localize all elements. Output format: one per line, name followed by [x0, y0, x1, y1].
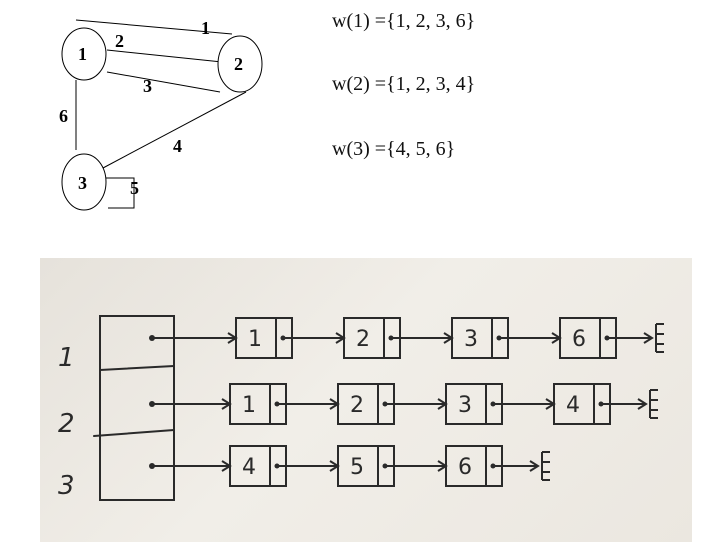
arrow-head [529, 460, 540, 472]
edge-5-loop [101, 177, 135, 209]
header-divider [93, 429, 175, 437]
edge-label: 5 [130, 178, 139, 198]
node-3 [61, 153, 107, 211]
row-label: 1 [58, 343, 75, 373]
header-divider [99, 365, 175, 371]
edge-1 [75, 19, 233, 35]
node-2 [217, 35, 263, 93]
arrow-head [637, 398, 648, 410]
list-node-value: 5 [350, 455, 364, 480]
edge-label: 6 [59, 106, 68, 126]
header-array [99, 315, 175, 501]
weight-set-1: w(1) ={1, 2, 3, 6} [332, 10, 476, 32]
adjacency-list-photo: 1 1 2 3 6 2 1 2 3 4 3 4 5 6 [40, 258, 692, 542]
row-label: 3 [58, 471, 75, 501]
list-node-value: 2 [356, 327, 370, 352]
node-label: 3 [78, 173, 87, 193]
weight-set-2: w(2) ={1, 2, 3, 4} [332, 73, 476, 95]
list-node-value: 6 [572, 327, 586, 352]
list-node-value: 6 [458, 455, 472, 480]
node-label: 1 [78, 44, 87, 64]
edge-4 [102, 91, 247, 169]
list-node-value: 4 [242, 455, 256, 480]
list-node-value: 2 [350, 393, 364, 418]
edge-3 [106, 71, 221, 93]
edge-label: 1 [201, 18, 210, 38]
node-1 [61, 27, 107, 81]
list-node-value: 1 [242, 393, 256, 418]
weight-set-3: w(3) ={4, 5, 6} [332, 138, 456, 160]
list-node-value: 1 [248, 327, 262, 352]
edge-label: 4 [173, 136, 182, 156]
adjacency-list-drawing: 1 1 2 3 6 2 1 2 3 4 3 4 5 6 [58, 315, 664, 501]
list-node-value: 3 [458, 393, 472, 418]
edge-label: 2 [115, 31, 124, 51]
list-node-value: 3 [464, 327, 478, 352]
arrow-head [643, 332, 654, 344]
row-label: 2 [58, 409, 75, 439]
graph-diagram: 1 2 3 1 2 3 4 5 6 [59, 18, 263, 211]
edge-2 [106, 49, 223, 63]
edge-label: 3 [143, 76, 152, 96]
list-node-value: 4 [566, 393, 580, 418]
node-label: 2 [234, 54, 243, 74]
